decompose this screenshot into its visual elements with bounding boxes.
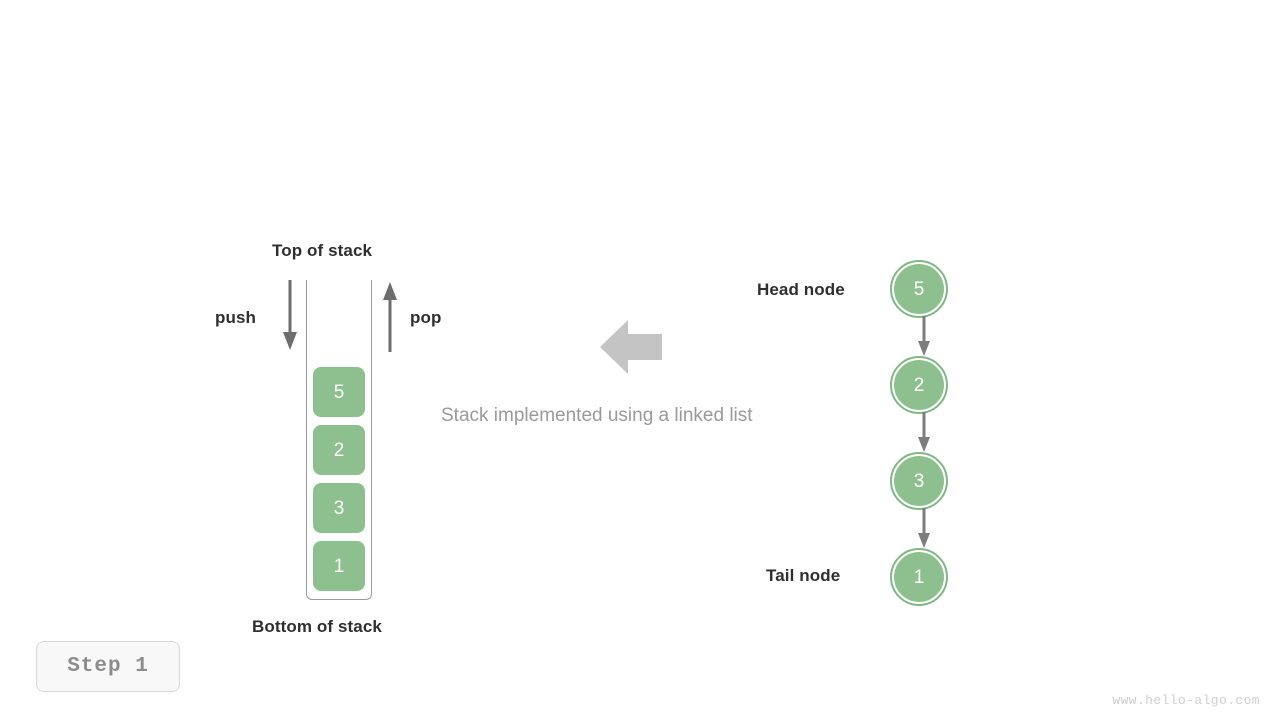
head-node-label: Head node <box>757 280 845 299</box>
stack-items-list: 5 2 3 1 <box>307 367 371 591</box>
linked-list-area: 5 2 3 1 <box>884 250 964 620</box>
push-label: push <box>215 308 257 327</box>
watermark: www.hello-algo.com <box>1112 693 1260 708</box>
step-badge: Step 1 <box>36 641 180 692</box>
node-value: 3 <box>894 456 944 506</box>
linked-list-node: 2 <box>890 356 948 414</box>
left-arrow-icon <box>600 320 662 374</box>
node-link-arrow-icon <box>918 412 930 452</box>
pop-arrow-icon <box>383 282 397 352</box>
node-value: 2 <box>894 360 944 410</box>
push-arrow-icon <box>283 280 297 350</box>
stack-item: 3 <box>313 483 365 533</box>
node-link-arrow-icon <box>918 508 930 548</box>
step-badge-label: Step 1 <box>67 655 149 678</box>
bottom-of-stack-label: Bottom of stack <box>252 617 382 636</box>
linked-list-node: 1 <box>890 548 948 606</box>
tail-node-label: Tail node <box>766 566 841 585</box>
pop-label: pop <box>410 308 442 327</box>
top-of-stack-label: Top of stack <box>272 241 373 260</box>
stack-item: 5 <box>313 367 365 417</box>
linked-list-node: 3 <box>890 452 948 510</box>
stack-item: 1 <box>313 541 365 591</box>
linked-list-node: 5 <box>890 260 948 318</box>
node-link-arrow-icon <box>918 316 930 356</box>
stack-item: 2 <box>313 425 365 475</box>
stack-container: 5 2 3 1 <box>306 280 372 600</box>
center-caption: Stack implemented using a linked list <box>441 405 753 426</box>
node-value: 1 <box>894 552 944 602</box>
node-value: 5 <box>894 264 944 314</box>
